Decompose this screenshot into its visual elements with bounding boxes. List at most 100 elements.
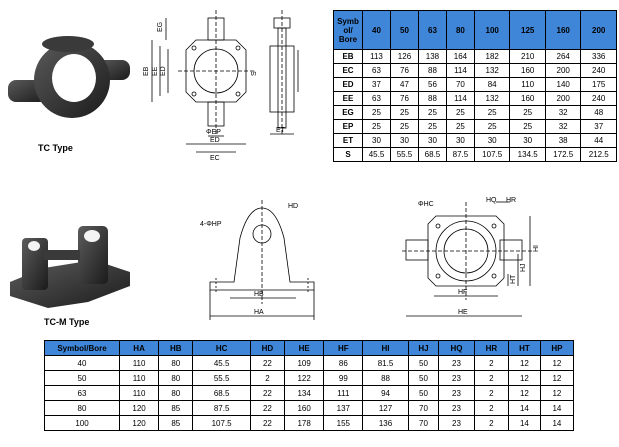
tcm-label-hc: ΦHC	[418, 201, 434, 208]
table-row: 100 120 85 107.5 22 178 155 136 70 23 2 …	[44, 415, 575, 431]
table-cell: 25	[445, 119, 475, 134]
table-cell: 23	[438, 415, 475, 431]
tc-table-header-row: Symb ol/ Bore 40 50 63 80 100 125 160 20…	[333, 10, 617, 50]
table-cell: 120	[118, 400, 160, 416]
table-cell: 23	[438, 355, 475, 371]
tc-label-ee: EE	[152, 66, 159, 76]
table-row: S 45.5 55.5 68.5 87.5 107.5 134.5 172.5 …	[333, 147, 617, 162]
table-cell: 94	[362, 385, 409, 401]
table-cell: 22	[249, 415, 286, 431]
table-cell: 70	[407, 415, 440, 431]
table-row: EE 63 76 88 114 132 160 200 240	[333, 91, 617, 106]
table-cell: 25	[473, 119, 511, 134]
table-cell: 30	[389, 133, 419, 148]
tcm-label-hi: HI	[533, 245, 540, 252]
tc-dimension-drawing: EG EB EE ED S ΦEP ED EC ET	[143, 10, 299, 162]
tc-row-symbol: ED	[333, 77, 363, 92]
tcm-label-hq: HQ	[486, 197, 497, 204]
table-cell: 88	[417, 63, 447, 78]
table-cell: 25	[417, 119, 447, 134]
table-cell: 160	[509, 91, 546, 106]
table-cell: 240	[580, 63, 617, 78]
table-cell: 110	[118, 370, 160, 386]
table-cell: 134.5	[509, 147, 546, 162]
tc-row-symbol: ET	[333, 133, 363, 148]
tcm-col-header: HR	[473, 340, 510, 356]
table-row: EG 25 25 25 25 25 25 32 48	[333, 105, 617, 120]
table-cell: 14	[508, 415, 541, 431]
table-cell: 38	[544, 133, 582, 148]
table-cell: 25	[509, 119, 546, 134]
table-cell: 22	[249, 385, 286, 401]
tc-row-symbol: EC	[333, 63, 363, 78]
table-cell: 175	[580, 77, 617, 92]
table-cell: 50	[407, 385, 440, 401]
table-row: 50 110 80 55.5 2 122 99 88 50 23 2 12 12	[44, 370, 575, 386]
tcm-row-bore: 63	[44, 385, 120, 401]
tcm-label-ht: HT	[510, 274, 517, 284]
table-cell: 113	[362, 49, 391, 64]
table-cell: 23	[438, 385, 475, 401]
table-cell: 160	[509, 63, 546, 78]
table-cell: 30	[362, 133, 391, 148]
table-cell: 160	[284, 400, 325, 416]
tcm-label-hr: HR	[506, 197, 516, 204]
table-cell: 23	[438, 370, 475, 386]
tc-col-header: 50	[389, 10, 419, 50]
tcm-col-header: HF	[323, 340, 364, 356]
tcm-label-hd: HD	[288, 203, 298, 210]
table-cell: 14	[508, 400, 541, 416]
table-row: 63 110 80 68.5 22 134 111 94 50 23 2 12 …	[44, 385, 575, 401]
table-cell: 55.5	[389, 147, 419, 162]
tcm-row-bore: 100	[44, 415, 120, 431]
table-cell: 122	[284, 370, 325, 386]
tc-label-ec: EC	[210, 155, 220, 162]
tc-row-symbol: EB	[333, 49, 363, 64]
tc-row-symbol: S	[333, 147, 363, 162]
table-cell: 22	[249, 400, 286, 416]
table-cell: 14	[539, 415, 575, 431]
table-cell: 140	[544, 77, 582, 92]
tcm-col-header: HT	[508, 340, 541, 356]
table-cell: 22	[249, 355, 286, 371]
table-cell: 32	[544, 119, 582, 134]
tc-col-header: 40	[362, 10, 391, 50]
table-cell: 14	[539, 400, 575, 416]
table-cell: 178	[284, 415, 325, 431]
table-cell: 107.5	[473, 147, 511, 162]
table-cell: 25	[389, 105, 419, 120]
table-cell: 23	[438, 400, 475, 416]
table-cell: 12	[539, 355, 575, 371]
table-cell: 85	[158, 415, 194, 431]
table-cell: 32	[544, 105, 582, 120]
table-cell: 2	[473, 355, 510, 371]
tcm-type-label: TC-M Type	[44, 317, 90, 327]
table-cell: 2	[473, 415, 510, 431]
tc-label-eb: EB	[143, 66, 150, 76]
table-cell: 114	[445, 91, 475, 106]
table-cell: 25	[473, 105, 511, 120]
tcm-col-header: HE	[284, 340, 325, 356]
table-cell: 70	[445, 77, 475, 92]
table-cell: 172.5	[544, 147, 582, 162]
tcm-label-he: HE	[458, 309, 468, 316]
table-cell: 37	[580, 119, 617, 134]
table-cell: 12	[508, 355, 541, 371]
table-cell: 86	[323, 355, 364, 371]
table-cell: 50	[407, 370, 440, 386]
table-cell: 81.5	[362, 355, 409, 371]
table-cell: 84	[473, 77, 511, 92]
tc-col-header: 100	[473, 10, 511, 50]
tc-table-corner-header: Symb ol/ Bore	[333, 10, 363, 50]
table-cell: 25	[389, 119, 419, 134]
table-cell: 114	[445, 63, 475, 78]
table-cell: 44	[580, 133, 617, 148]
table-row: 80 120 85 87.5 22 160 137 127 70 23 2 14…	[44, 400, 575, 416]
tcm-col-header: HC	[192, 340, 251, 356]
table-row: ET 30 30 30 30 30 30 38 44	[333, 133, 617, 148]
table-cell: 47	[389, 77, 419, 92]
table-row: ED 37 47 56 70 84 110 140 175	[333, 77, 617, 92]
table-cell: 136	[362, 415, 409, 431]
table-cell: 25	[362, 119, 391, 134]
table-cell: 88	[417, 91, 447, 106]
